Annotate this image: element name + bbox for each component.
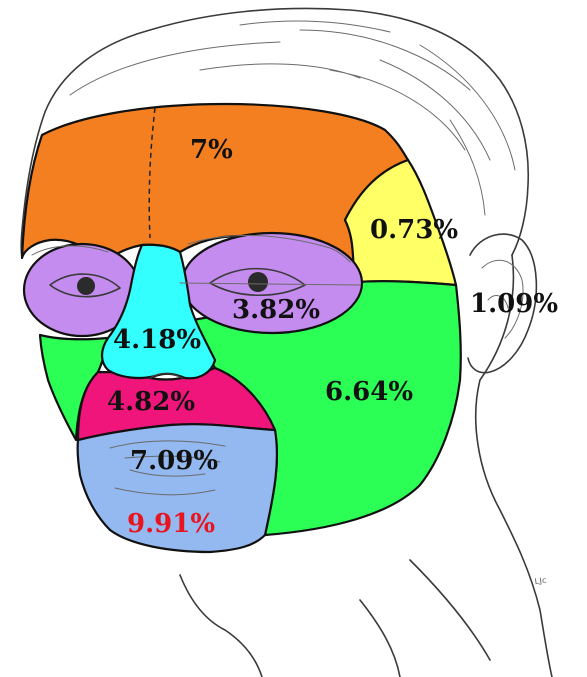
neck-front-outline [180, 575, 262, 677]
label-upper-lip: 4.82% [107, 387, 195, 417]
eye-left-pupil [77, 277, 95, 295]
artist-mark: ᴸᴶᶜ [534, 575, 549, 593]
label-chin: 9.91% [127, 509, 215, 539]
label-periorbital: 3.82% [232, 295, 320, 325]
label-ear: 1.09% [470, 289, 558, 319]
face-regions [22, 104, 461, 552]
label-forehead: 7% [190, 135, 233, 165]
label-nose: 4.18% [113, 325, 201, 355]
label-lips: 7.09% [130, 446, 218, 476]
label-cheek: 6.64% [325, 377, 413, 407]
collar-outline [360, 560, 490, 677]
label-temple: 0.73% [370, 215, 458, 245]
eye-right-pupil [248, 272, 268, 292]
